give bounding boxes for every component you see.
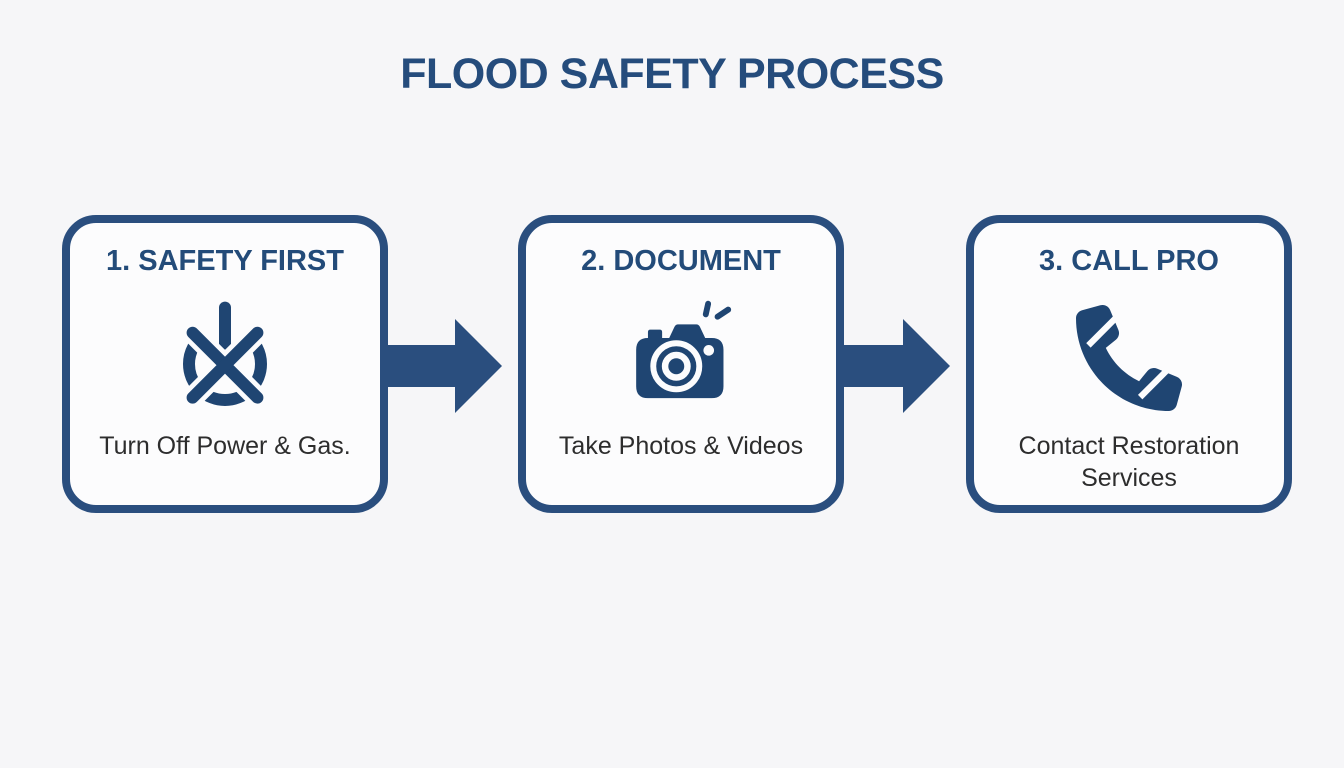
page-title: FLOOD SAFETY PROCESS (400, 50, 944, 98)
step-box-document: 2. DOCUMENT Take Photos & Videos (518, 215, 844, 513)
flow-arrow-1 (387, 319, 502, 413)
step-heading: 2. DOCUMENT (581, 245, 781, 277)
step-box-call-pro: 3. CALL PRO Contact Restoration Services (966, 215, 1292, 513)
step-heading: 3. CALL PRO (1039, 245, 1219, 277)
flow-arrow-2 (843, 319, 950, 413)
power-off-icon (165, 294, 285, 422)
step-heading: 1. SAFETY FIRST (106, 245, 344, 277)
phone-icon (1076, 294, 1182, 422)
step-box-safety-first: 1. SAFETY FIRST Turn Off Power & Gas. (62, 215, 388, 513)
camera-icon (622, 294, 740, 422)
step-caption: Contact Restoration Services (1018, 432, 1240, 492)
step-caption: Take Photos & Videos (558, 432, 804, 460)
step-caption: Turn Off Power & Gas. (99, 432, 351, 460)
